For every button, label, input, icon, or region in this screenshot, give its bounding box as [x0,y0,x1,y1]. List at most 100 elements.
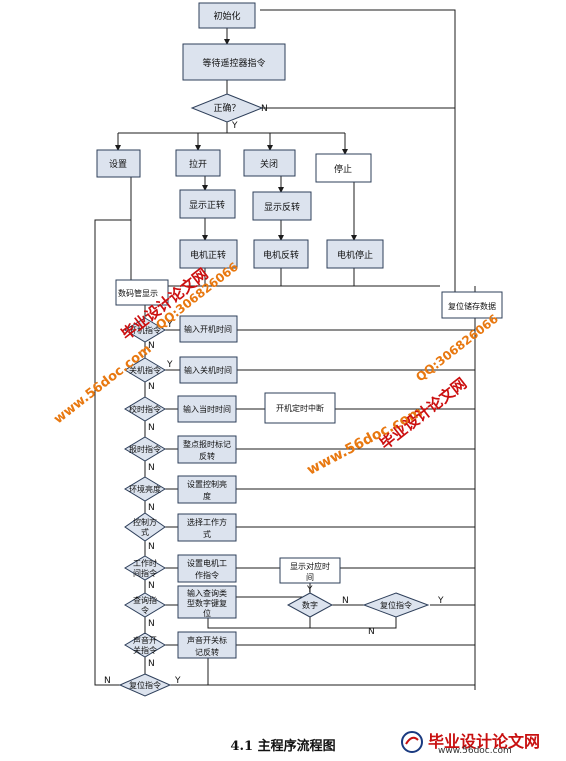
svg-text:停止: 停止 [334,163,352,175]
svg-text:Y: Y [437,596,444,606]
svg-text:N: N [148,423,155,433]
node-set-control: 设置控制亮 度 [177,475,237,504]
node-show-forward: 显示正转 [179,189,236,219]
node-input-current-time: 输入当时时间 [177,395,237,423]
node-motor-stop: 电机停止 [326,239,384,269]
svg-text:输入开机时间: 输入开机时间 [184,324,232,334]
svg-text:间指令: 间指令 [133,568,157,578]
svg-text:式: 式 [203,529,211,539]
svg-text:声音开: 声音开 [133,635,157,645]
svg-text:N: N [148,581,155,591]
node-setup: 设置 [96,149,141,178]
svg-text:型数字键复: 型数字键复 [187,598,227,608]
svg-text:N: N [342,596,349,606]
svg-text:度: 度 [203,491,211,501]
svg-text:显示反转: 显示反转 [264,201,300,213]
svg-text:反转: 反转 [199,451,215,461]
svg-text:N: N [148,619,155,629]
edge-labels: Y N Y N N N N N N N N Y N Y N N Y [104,320,444,686]
decision-query: 查询指 令 [124,592,166,618]
svg-text:Y: Y [166,320,173,330]
node-motor-reverse: 电机反转 [253,239,309,269]
decision-work-time: 工作时 间指令 [124,555,166,581]
node-init: 初始化 [198,2,256,29]
svg-text:选择工作方: 选择工作方 [187,517,227,527]
node-stop: 停止 [315,153,372,183]
svg-text:N: N [148,382,155,392]
svg-text:工作时: 工作时 [133,558,157,568]
svg-text:设置: 设置 [109,159,127,170]
svg-text:间: 间 [306,573,314,582]
svg-text:电机停止: 电机停止 [337,249,373,261]
svg-text:设置电机工: 设置电机工 [187,558,227,568]
svg-text:数字: 数字 [302,600,318,610]
svg-text:开机指令: 开机指令 [129,325,161,335]
logo-mark-icon [401,731,423,753]
svg-text:声音开关标: 声音开关标 [187,635,227,645]
decision-sound: 声音开 关指令 [124,632,166,658]
svg-text:显示正转: 显示正转 [189,199,225,211]
svg-text:Y: Y [174,676,181,686]
decision-correct: 正确？ [190,93,264,123]
node-tube-display: 数码管显示 [115,279,169,306]
svg-text:QQ:306826066: QQ:306826066 [413,312,501,385]
decision-on-cmd: 开机指令 [124,317,166,343]
label-n: N [261,104,268,114]
svg-text:式: 式 [141,527,149,537]
svg-text:关指令: 关指令 [133,645,157,655]
decision-timing-cmd: 校时指令 [124,396,166,422]
svg-text:N: N [148,659,155,669]
connector-lines [94,9,476,690]
svg-text:数码管显示: 数码管显示 [118,288,158,298]
node-timer-interrupt: 开机定时中断 [264,392,336,424]
node-show-time: 显示对应时 间 [279,557,341,584]
svg-text:复位指令: 复位指令 [129,680,161,690]
svg-text:校时指令: 校时指令 [129,404,161,414]
svg-text:拉开: 拉开 [189,158,207,170]
svg-text:N: N [148,463,155,473]
svg-text:控制方: 控制方 [133,517,157,527]
logo-url: www.56doc.com [438,746,512,756]
svg-text:N: N [148,542,155,552]
svg-text:输入关机时间: 输入关机时间 [184,365,232,375]
site-logo: 毕业设计论文网 www.56doc.com [400,728,560,758]
node-input-query: 输入查询类 型数字键复 位 [177,585,237,619]
decision-digit: 数字 [286,592,334,618]
svg-text:等待遥控器指令: 等待遥控器指令 [202,57,265,69]
svg-text:N: N [104,676,111,686]
figure-caption: 4.1 主程序流程图 [230,739,336,754]
node-set-motor: 设置电机工 作指令 [177,554,237,583]
node-wait: 等待遥控器指令 [182,43,286,81]
svg-text:正确？: 正确？ [213,102,240,114]
label-y: Y [231,121,238,131]
svg-text:复位储存数据: 复位储存数据 [448,301,496,311]
svg-text:N: N [148,341,155,351]
node-input-on-time: 输入开机时间 [179,315,238,343]
decision-reset-cmd: 复位指令 [118,673,172,697]
node-close: 关闭 [243,149,296,177]
decision-off-cmd: 关机指令 [124,357,166,383]
svg-text:电机反转: 电机反转 [263,249,299,261]
svg-text:报时指令: 报时指令 [129,444,161,454]
svg-text:令: 令 [141,605,149,615]
watermark-right: 毕业设计论文网 [376,374,470,453]
svg-text:毕业设计论文网: 毕业设计论文网 [376,374,470,453]
node-open: 拉开 [175,149,221,177]
svg-text:作指令: 作指令 [195,570,219,580]
svg-text:开机定时中断: 开机定时中断 [276,403,324,413]
logo-name: 毕业设计论文网 [428,732,541,751]
node-input-off-time: 输入关机时间 [179,356,238,384]
svg-text:N: N [148,503,155,513]
node-show-reverse: 显示反转 [252,191,312,221]
svg-text:输入查询类: 输入查询类 [187,588,227,598]
svg-text:输入当时时间: 输入当时时间 [183,404,231,414]
svg-text:复位指令: 复位指令 [380,600,412,610]
watermark-right-qq: QQ:306826066 [413,312,501,385]
svg-text:环境亮度: 环境亮度 [129,484,161,494]
decision-control-mode: 控制方 式 [124,512,166,542]
node-reset-save: 复位储存数据 [441,291,503,319]
node-select-mode: 选择工作方 式 [177,513,237,542]
node-sound-flag: 声音开关标 记反转 [177,631,237,659]
